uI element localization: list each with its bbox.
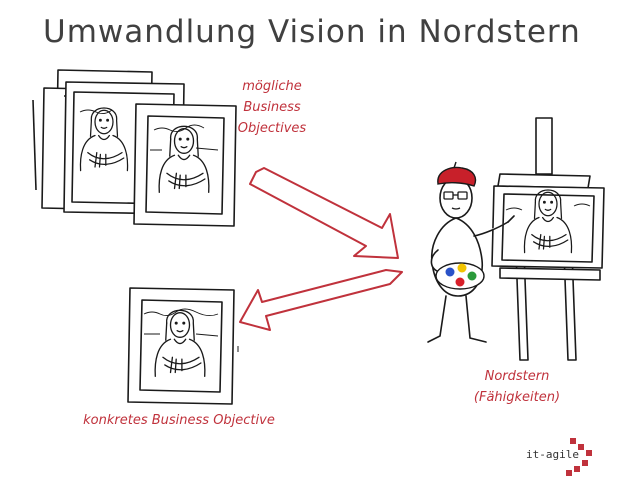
concrete-objective-label: konkretes Business Objective [83, 413, 275, 428]
painting-stack-icon [32, 69, 237, 227]
possible-objectives-line-1: mögliche [242, 79, 302, 94]
north-star-label: Nordstern (Fähigkeiten) [452, 366, 582, 408]
arrow-right-icon [249, 167, 399, 259]
north-star-line-1: Nordstern [484, 369, 550, 384]
it-agile-logo-text: it-agile [526, 448, 579, 461]
possible-objectives-line-3: Objectives [237, 121, 307, 136]
north-star-line-2: (Fähigkeiten) [473, 390, 561, 405]
single-painting-icon [127, 287, 239, 405]
possible-objectives-line-2: Business [243, 100, 301, 115]
possible-objectives-label: mögliche Business Objectives [226, 76, 318, 139]
painter-with-easel-icon [427, 117, 605, 361]
page-title: Umwandlung Vision in Nordstern [43, 14, 581, 50]
it-agile-logo-icon [566, 438, 592, 476]
arrow-left-icon [239, 269, 403, 331]
